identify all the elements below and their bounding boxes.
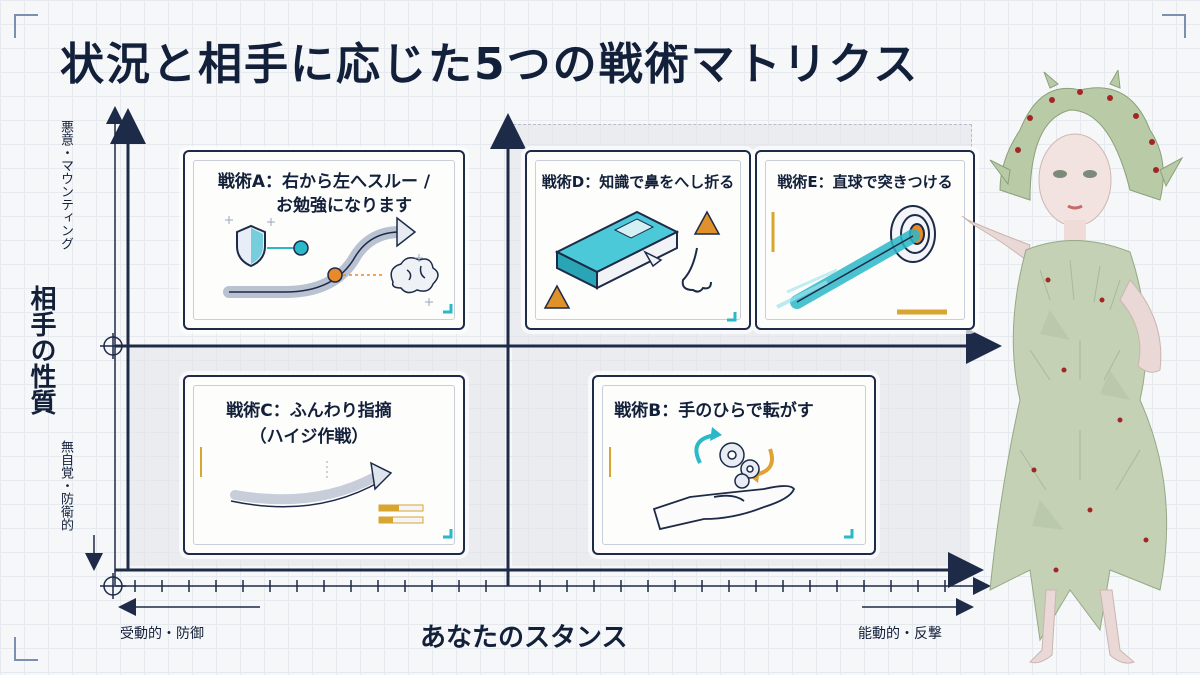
dart-arrow-icon (776, 229, 920, 309)
tactic-d-illustration (543, 210, 737, 322)
y-axis-top-label: 悪意・マウンティング (58, 120, 73, 250)
corner-bracket-top-left (14, 14, 38, 38)
warning-icon (543, 210, 721, 309)
tactic-title: 戦術C：ふんわり指摘 (226, 401, 392, 421)
tactic-subtitle: （ハイジ作戦） (249, 427, 369, 447)
tactic-title: 戦術E：直球で突きつける (777, 173, 953, 191)
y-axis-bottom-label: 無自覚・防衛的 (58, 440, 73, 531)
crosshair-icon (100, 333, 126, 599)
tactic-card-c[interactable]: 戦術C：ふんわり指摘 （ハイジ作戦） (183, 375, 465, 555)
brain-icon (390, 257, 439, 294)
tactic-c-illustration (200, 447, 453, 539)
x-axis-left-label: 受動的・防御 (120, 626, 204, 642)
tactic-card-d[interactable]: 戦術D：知識で鼻をへし折る (525, 150, 751, 330)
card-inner-frame (602, 385, 866, 545)
tactic-card-a[interactable]: 戦術A：右から左へスルー / お勉強になります (183, 150, 465, 330)
card-inner-frame (193, 160, 455, 320)
tactic-title: 戦術D：知識で鼻をへし折る (541, 173, 735, 191)
x-axis-label: あなたのスタンス (420, 623, 628, 653)
arrow-icon (223, 216, 417, 298)
corner-bracket-bottom-left (14, 637, 38, 661)
corner-bracket-top-right (1162, 14, 1186, 38)
page-title: 状況と相手に応じた5つの戦術マトリクス (60, 39, 920, 90)
book-icon (554, 210, 680, 290)
tactic-card-e[interactable]: 戦術E：直球で突きつける (755, 150, 975, 330)
fairy-character (961, 70, 1184, 664)
gears-icon (719, 442, 760, 489)
tactic-card-b[interactable]: 戦術B：手のひらで転がす (592, 375, 876, 555)
tactic-subtitle: お勉強になります (276, 196, 412, 216)
tactic-e-illustration (771, 205, 947, 315)
tactic-title: 戦術B：手のひらで転がす (614, 401, 814, 421)
x-ticks (134, 580, 946, 592)
tactic-a-illustration (223, 216, 453, 314)
progress-bars-icon (378, 504, 424, 524)
x-axis-right-label: 能動的・反撃 (858, 626, 942, 642)
open-hand-icon (652, 485, 796, 531)
tactic-title: 戦術A：右から左へスルー / (217, 172, 431, 192)
y-axis-label: 相手の性質 (26, 285, 56, 415)
card-inner-frame (193, 385, 455, 545)
soft-arrow-icon (230, 461, 393, 508)
nose-icon (681, 247, 712, 293)
card-inner-frame (765, 160, 965, 320)
shield-icon (236, 224, 266, 268)
card-inner-frame (535, 160, 741, 320)
tactic-b-illustration (609, 427, 854, 539)
